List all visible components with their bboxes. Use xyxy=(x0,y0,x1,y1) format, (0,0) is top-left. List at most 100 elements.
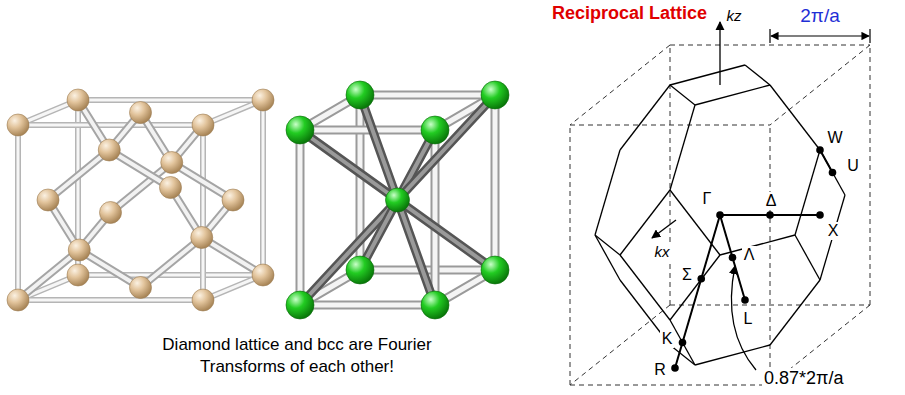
atom-sphere xyxy=(100,202,122,224)
atom-sphere xyxy=(286,291,314,319)
zone-edge xyxy=(670,85,695,105)
atom-sphere xyxy=(252,264,274,286)
zone-edge xyxy=(670,190,720,255)
symmetry-point-label: Σ xyxy=(680,266,694,284)
dashed-cube-edge xyxy=(670,45,671,305)
zone-edge xyxy=(670,65,745,85)
atom-sphere xyxy=(421,291,449,319)
figure-caption: Diamond lattice and bcc are Fourier Tran… xyxy=(152,334,442,378)
cube-edge xyxy=(300,303,435,308)
dashed-cube-edge xyxy=(870,45,871,305)
atom-sphere xyxy=(130,102,152,124)
bond-rod xyxy=(141,238,202,288)
zone-edge xyxy=(770,85,820,150)
atom-sphere xyxy=(7,114,29,136)
cube-edge xyxy=(18,124,203,127)
atom-sphere xyxy=(67,264,89,286)
zone-edge xyxy=(620,85,670,150)
zone-edge xyxy=(595,235,620,255)
zone-edge xyxy=(695,85,770,105)
atom-sphere xyxy=(192,114,214,136)
cube-edge xyxy=(17,125,20,300)
body-diagonal-rod xyxy=(300,200,398,305)
atom-sphere xyxy=(192,289,214,311)
cube-edge xyxy=(18,122,203,128)
atom-sphere xyxy=(346,81,374,109)
atom-sphere xyxy=(286,116,314,144)
symmetry-point xyxy=(697,275,705,283)
body-diagonal-rod xyxy=(398,95,496,200)
dimension-tick xyxy=(869,29,870,43)
dashed-cube-edge xyxy=(770,45,870,125)
bcc-lattice xyxy=(286,81,509,319)
atom-sphere xyxy=(421,116,449,144)
atom-sphere xyxy=(386,188,410,212)
axis-label: kx xyxy=(653,243,672,260)
pointer-arrow xyxy=(731,266,756,370)
cube-edge xyxy=(360,91,495,100)
symmetry-point-label: W xyxy=(825,129,844,147)
cube-edge xyxy=(15,125,21,300)
bond-rod xyxy=(48,150,109,200)
cube-edge xyxy=(300,301,435,310)
zone-edge xyxy=(745,65,770,85)
atom-sphere xyxy=(98,139,120,161)
body-diagonal-rod xyxy=(398,95,496,200)
axis-label: kz xyxy=(725,7,744,24)
symmetry-point-label: K xyxy=(660,330,675,348)
symmetry-point xyxy=(671,364,679,372)
dashed-cube-edge xyxy=(570,125,770,126)
dashed-cube-edge xyxy=(670,305,870,306)
bond-rod xyxy=(48,150,109,200)
section-title: Reciprocal Lattice xyxy=(552,3,707,24)
symmetry-point xyxy=(716,211,724,219)
zone-edge xyxy=(820,195,845,280)
diamond-lattice xyxy=(7,89,274,311)
atom-sphere xyxy=(37,189,59,211)
dimension-tick xyxy=(769,29,770,43)
body-diagonal-rod xyxy=(398,200,496,270)
symmetry-point-label: R xyxy=(652,361,668,379)
symmetry-point xyxy=(829,169,837,177)
cube-edge xyxy=(493,95,498,270)
symmetry-line xyxy=(675,215,720,368)
zone-edge xyxy=(595,235,620,280)
dashed-cube-edge xyxy=(570,305,670,385)
body-diagonal-rod xyxy=(360,95,398,200)
bond-rod xyxy=(141,238,202,288)
symmetry-point-label: L xyxy=(742,310,755,328)
zone-edge xyxy=(770,280,820,345)
kz-axis-arrow xyxy=(719,22,720,85)
zone-edge xyxy=(820,150,845,195)
cube-edge xyxy=(18,297,203,303)
kx-axis-arrow xyxy=(652,220,676,238)
cube-edge xyxy=(18,299,203,302)
cube-edge xyxy=(78,272,263,278)
symmetry-point xyxy=(766,211,774,219)
zone-edge xyxy=(795,235,820,280)
symmetry-point xyxy=(816,146,824,154)
atom-sphere xyxy=(481,256,509,284)
dimension-label: 0.87*2π/a xyxy=(762,368,845,389)
atom-sphere xyxy=(130,277,152,299)
atom-sphere xyxy=(191,227,213,249)
dashed-cube-edge xyxy=(570,125,571,385)
atom-sphere xyxy=(160,177,182,199)
cube-edge xyxy=(202,125,205,300)
body-diagonal-rod xyxy=(360,95,398,200)
symmetry-point xyxy=(741,296,749,304)
zone-edge xyxy=(795,150,820,235)
cube-edge xyxy=(78,99,263,102)
cube-edge xyxy=(200,125,206,300)
cube-edge xyxy=(78,97,263,103)
dashed-cube-edge xyxy=(670,45,870,46)
zone-edge xyxy=(620,255,670,320)
symmetry-point-label: Δ xyxy=(764,192,779,210)
cube-edge xyxy=(78,274,263,277)
dashed-cube-edge xyxy=(570,45,670,125)
atom-sphere xyxy=(7,289,29,311)
symmetry-point xyxy=(816,211,824,219)
zone-edge xyxy=(670,255,720,320)
cube-edge xyxy=(260,100,266,275)
